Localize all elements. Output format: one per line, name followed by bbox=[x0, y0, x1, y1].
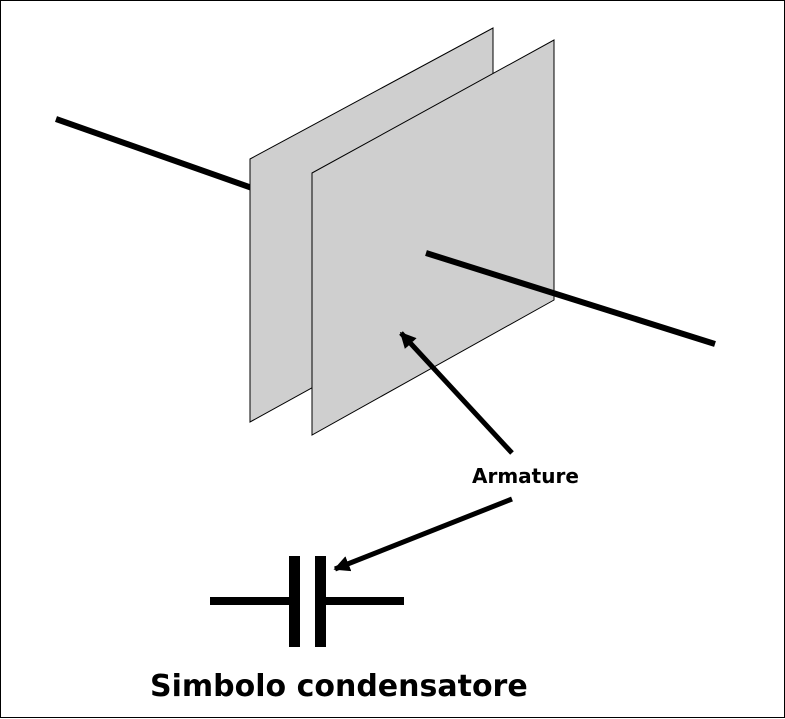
symbol-right-plate bbox=[315, 556, 326, 647]
arrow-to-symbol bbox=[333, 496, 513, 572]
symbol-left-plate bbox=[289, 556, 300, 647]
symbol-caption: Simbolo condensatore bbox=[150, 669, 528, 704]
plates-label: Armature bbox=[472, 464, 579, 488]
front-plate bbox=[311, 39, 555, 436]
symbol-right-lead bbox=[325, 597, 404, 605]
symbol-left-lead bbox=[210, 597, 290, 605]
capacitor-symbol bbox=[210, 556, 404, 647]
arrow-to-plates bbox=[399, 331, 514, 455]
left-lead-wire bbox=[55, 116, 256, 192]
right-lead-wire bbox=[425, 250, 716, 347]
